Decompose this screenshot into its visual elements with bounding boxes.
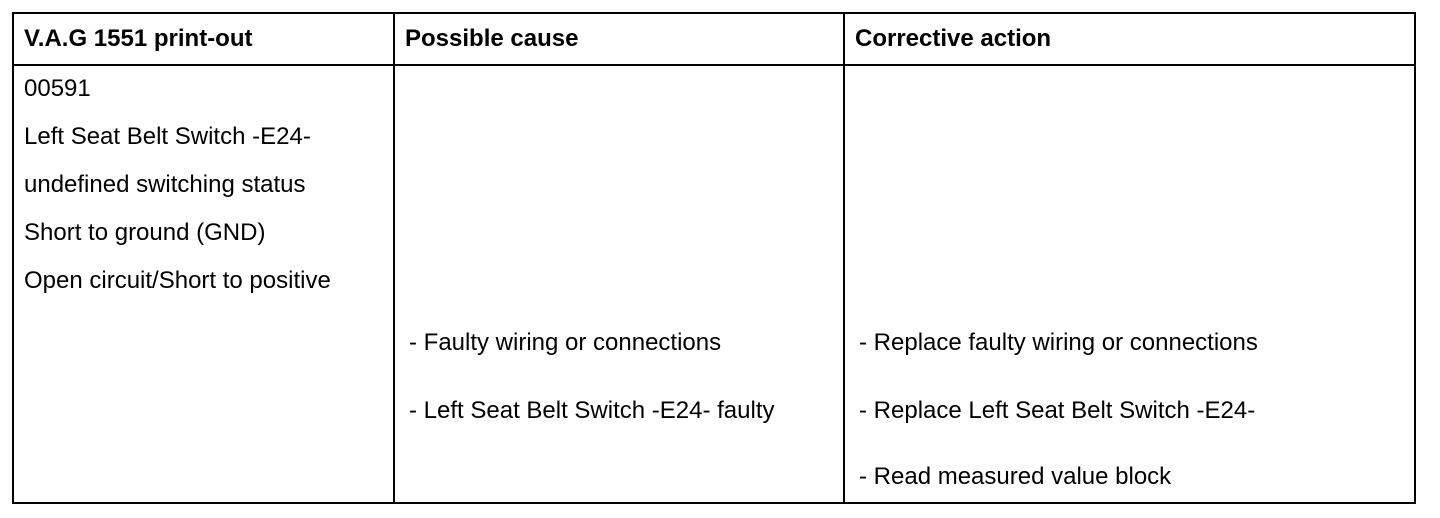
action-replace-wiring: - Replace faulty wiring or connections — [859, 329, 1258, 356]
column-divider-2 — [843, 14, 845, 502]
cause-wiring: - Faulty wiring or connections — [409, 329, 722, 356]
header-divider — [14, 64, 1414, 66]
header-possible-cause: Possible cause — [405, 25, 579, 52]
action-replace-switch: - Replace Left Seat Belt Switch -E24- — [859, 397, 1256, 424]
header-corrective-action: Corrective action — [855, 25, 1052, 52]
column-divider-1 — [393, 14, 395, 502]
printout-short-ground: Short to ground (GND) — [24, 219, 266, 246]
printout-open-circuit: Open circuit/Short to positive — [24, 267, 331, 294]
fault-table: V.A.G 1551 print-out Possible cause Corr… — [12, 12, 1416, 504]
header-printout: V.A.G 1551 print-out — [24, 25, 253, 52]
cause-switch-faulty: - Left Seat Belt Switch -E24- faulty — [409, 397, 775, 424]
action-read-measured-value: - Read measured value block — [859, 463, 1172, 490]
printout-component: Left Seat Belt Switch -E24- — [24, 123, 311, 150]
printout-status: undefined switching status — [24, 171, 306, 198]
printout-fault-code: 00591 — [24, 75, 91, 102]
